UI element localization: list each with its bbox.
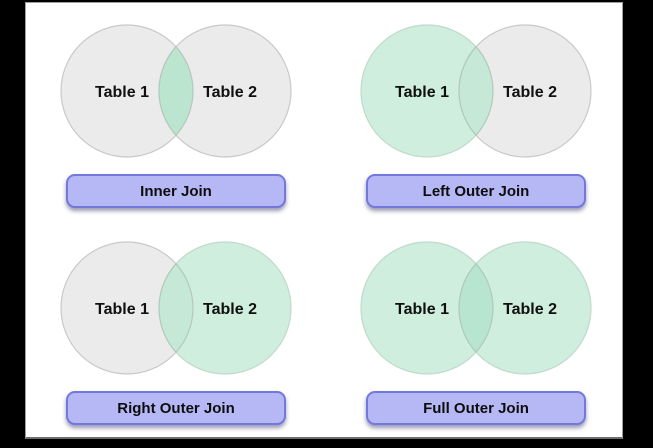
table1-label: Table 1 xyxy=(395,301,449,318)
inner-join-button[interactable]: Inner Join xyxy=(66,174,286,208)
venn-diagram: Table 1 Table 2 xyxy=(60,24,292,158)
table1-label: Table 1 xyxy=(395,84,449,101)
table2-label: Table 2 xyxy=(503,301,557,318)
overlap-region xyxy=(458,45,494,137)
venn-diagram: Table 1 Table 2 xyxy=(60,241,292,375)
right-outer-join-button[interactable]: Right Outer Join xyxy=(66,391,286,425)
full-outer-join-button[interactable]: Full Outer Join xyxy=(366,391,586,425)
join-diagrams-grid: Table 1 Table 2 Inner Join Table 1 Table… xyxy=(26,3,622,437)
join-diagram-full-outer-join: Table 1 Table 2 Full Outer Join xyxy=(326,220,626,437)
table1-label: Table 1 xyxy=(95,301,149,318)
overlap-region xyxy=(158,45,194,137)
table2-label: Table 2 xyxy=(203,84,257,101)
join-button-label: Inner Join xyxy=(140,182,212,200)
table2-label: Table 2 xyxy=(203,301,257,318)
table1-label: Table 1 xyxy=(95,84,149,101)
join-button-label: Right Outer Join xyxy=(117,399,235,417)
overlap-region xyxy=(158,262,194,354)
join-button-label: Full Outer Join xyxy=(423,399,529,417)
join-diagram-right-outer-join: Table 1 Table 2 Right Outer Join xyxy=(26,220,326,437)
diagram-panel: Table 1 Table 2 Inner Join Table 1 Table… xyxy=(25,2,623,439)
table2-label: Table 2 xyxy=(503,84,557,101)
venn-diagram: Table 1 Table 2 xyxy=(360,241,592,375)
overlap-region xyxy=(458,262,494,354)
join-diagram-inner-join: Table 1 Table 2 Inner Join xyxy=(26,3,326,220)
join-diagram-left-outer-join: Table 1 Table 2 Left Outer Join xyxy=(326,3,626,220)
join-button-label: Left Outer Join xyxy=(422,182,530,200)
left-outer-join-button[interactable]: Left Outer Join xyxy=(366,174,586,208)
venn-diagram: Table 1 Table 2 xyxy=(360,24,592,158)
